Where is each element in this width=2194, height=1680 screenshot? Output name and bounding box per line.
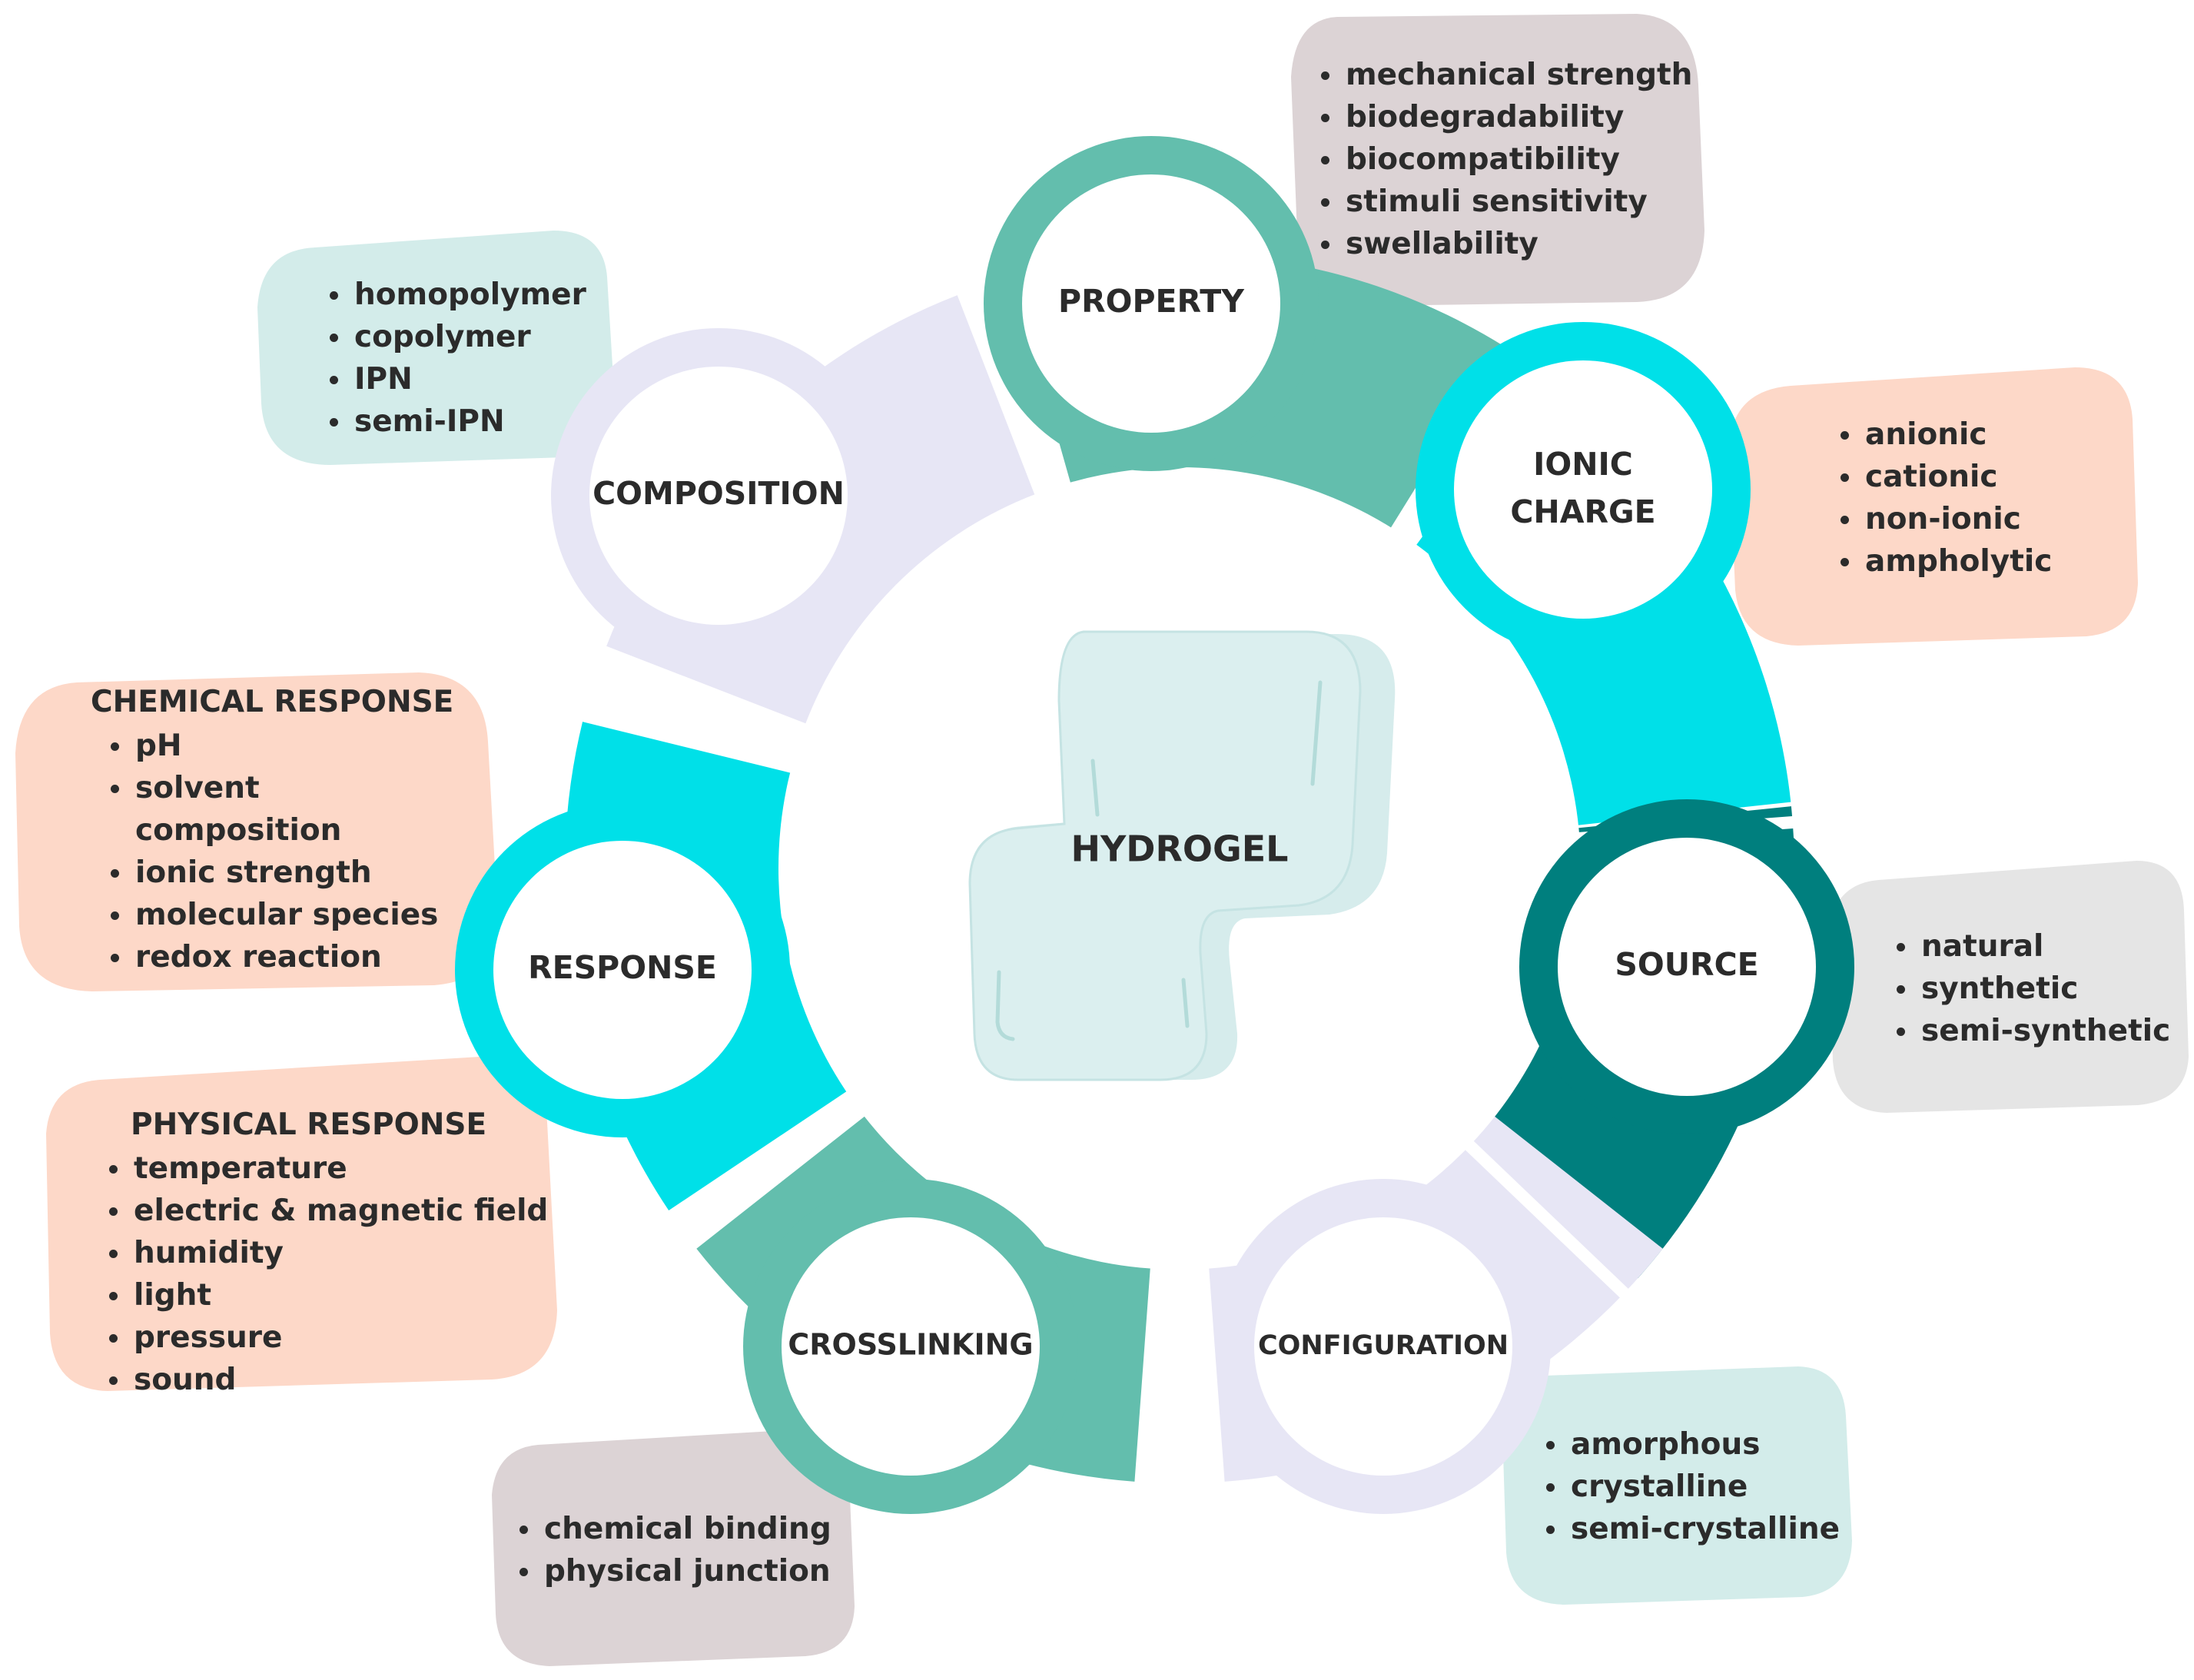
circle-property: [1022, 174, 1280, 433]
hydrogel-center: HYDROGEL: [778, 467, 1581, 1270]
list-item: electric & magnetic field: [108, 1190, 548, 1232]
list-item: pressure: [108, 1316, 548, 1359]
list-item: non-ionic: [1840, 498, 2052, 540]
chemical-response-list-box: [15, 672, 498, 991]
circle-ionic-charge: [1454, 360, 1712, 619]
list-item: redox reaction: [110, 936, 453, 978]
list-item: semi-IPN: [330, 400, 586, 443]
category-label-crosslinking: CROSSLINKING: [788, 1328, 1033, 1362]
list-item: semi-crystalline: [1545, 1508, 1840, 1550]
list-item: light: [108, 1274, 548, 1316]
physical-response-list: PHYSICAL RESPONSE temperature electric &…: [91, 1104, 548, 1401]
cube-highlight: [1310, 680, 1323, 786]
physical-response-list-box: [46, 1057, 557, 1391]
category-label-composition: COMPOSITION: [592, 475, 845, 512]
list-item: swellability: [1320, 223, 1692, 265]
cube-highlight: [1181, 978, 1190, 1028]
chemical-response-title: CHEMICAL RESPONSE: [91, 685, 454, 719]
segment-gap: [571, 692, 805, 769]
list-item: temperature: [108, 1147, 548, 1190]
list-item: mechanical strength: [1320, 54, 1692, 96]
circle-source: [1558, 838, 1816, 1096]
cube-highlight: [1090, 759, 1100, 817]
property-list: mechanical strength biodegradability bio…: [1310, 54, 1692, 265]
list-item: sound: [108, 1359, 548, 1401]
segment-gap: [1189, 1260, 1211, 1499]
list-item: ampholytic: [1840, 540, 2052, 583]
list-item: pH: [110, 725, 453, 767]
source-list: natural synthetic semi-synthetic: [1886, 925, 2170, 1052]
list-item: biodegradability: [1320, 96, 1692, 138]
category-label-property: PROPERTY: [1058, 283, 1245, 320]
list-item: IPN: [330, 358, 586, 400]
list-item: biocompatibility: [1320, 138, 1692, 181]
configuration-list: amorphous crystalline semi-crystalline: [1535, 1423, 1840, 1550]
hydrogel-cube-front: [968, 630, 1362, 1081]
list-item: natural: [1896, 925, 2170, 968]
list-item: chemical binding: [519, 1508, 831, 1550]
ionic-charge-list-box: [1729, 367, 2138, 646]
list-item: homopolymer: [330, 274, 586, 316]
property-list-box: [1291, 14, 1704, 306]
circle-configuration: [1254, 1217, 1512, 1476]
configuration-list-box: [1502, 1366, 1852, 1605]
category-label-response: RESPONSE: [528, 949, 717, 986]
circle-crosslinking: [782, 1217, 1040, 1476]
segment-gap: [1459, 1134, 1640, 1309]
physical-response-title: PHYSICAL RESPONSE: [131, 1107, 487, 1142]
category-circles: PROPERTY IONIC CHARGE SOURCE CONFIGURATION CR…: [455, 136, 1854, 1514]
list-item: physical junction: [519, 1550, 831, 1592]
composition-list: homopolymer copolymer IPN semi-IPN: [319, 274, 586, 443]
list-item: crystalline: [1545, 1466, 1840, 1508]
circle-composition: [589, 367, 848, 625]
list-item: anionic: [1840, 413, 2052, 456]
list-item: solvent composition: [111, 767, 366, 852]
category-label-ionic-charge: CHARGE: [1510, 493, 1655, 530]
segment-gap: [668, 1095, 868, 1247]
list-item: amorphous: [1545, 1423, 1840, 1466]
source-list-box: [1829, 861, 2189, 1113]
list-item: semi-synthetic: [1896, 1010, 2170, 1052]
list-item: ionic strength: [110, 852, 453, 894]
category-label-configuration: CONFIGURATION: [1258, 1330, 1509, 1361]
category-label-ionic-charge: IONIC: [1533, 446, 1633, 483]
crosslinking-list: chemical binding physical junction: [509, 1508, 831, 1592]
list-item: humidity: [108, 1232, 548, 1274]
list-item: stimuli sensitivity: [1320, 181, 1692, 223]
list-item: cationic: [1840, 456, 2052, 498]
chemical-response-list: CHEMICAL RESPONSE pH solvent composition…: [91, 681, 453, 978]
list-item: molecular species: [110, 894, 453, 936]
cube-highlight: [995, 970, 1015, 1041]
list-item: copolymer: [330, 316, 586, 358]
circle-response: [493, 841, 752, 1099]
center-label: HYDROGEL: [1070, 828, 1288, 870]
composition-list-box: [257, 231, 615, 465]
ionic-charge-list: anionic cationic non-ionic ampholytic: [1830, 413, 2052, 583]
crosslinking-list-box: [492, 1429, 855, 1666]
list-item: synthetic: [1896, 968, 2170, 1010]
category-label-source: SOURCE: [1615, 946, 1758, 983]
